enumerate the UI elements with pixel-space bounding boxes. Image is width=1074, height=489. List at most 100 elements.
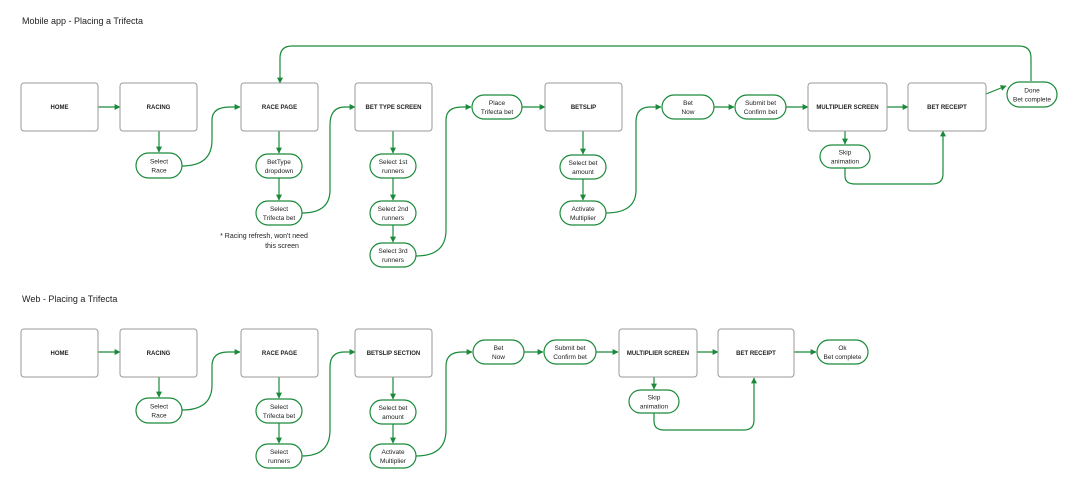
action-line-2: runners: [382, 215, 405, 222]
action-line-2: Now: [681, 109, 694, 116]
connector-skip-receipt: [844, 130, 946, 185]
action-line-2: runners: [268, 458, 291, 465]
mobile-action-select-amount[interactable]: Select bet amount: [559, 154, 607, 180]
action-line-2: runners: [382, 168, 405, 175]
mobile-screen-receipt-label: BET RECEIPT: [927, 105, 967, 111]
web-action-select-runners[interactable]: Select runners: [255, 443, 303, 469]
mobile-action-skip-animation[interactable]: Skip animation: [819, 144, 871, 169]
action-line-1: BetType: [267, 159, 291, 166]
web-action-select-trifecta[interactable]: Select Trifecta bet: [255, 398, 303, 424]
web-screen-home[interactable]: HOME: [20, 328, 99, 378]
action-line-2: amount: [572, 169, 594, 176]
mobile-screen-race-page-label: RACE PAGE: [262, 105, 297, 111]
action-line-1: Ok: [838, 345, 847, 352]
web-action-submit-bet[interactable]: Submit bet Confirm bet: [543, 339, 597, 365]
web-action-ok[interactable]: Ok Bet complete: [816, 339, 869, 365]
action-line-2: animation: [831, 159, 860, 166]
action-line-1: Select: [150, 404, 168, 411]
connector-selecttrifecta-bettype: [301, 104, 356, 214]
note-line-1: * Racing refresh, won't need: [220, 233, 308, 240]
connector-receipt-done: [985, 85, 1007, 95]
action-line-2: Trifecta bet: [263, 215, 295, 222]
action-line-1: Select: [150, 159, 168, 166]
action-line-2: runners: [382, 257, 405, 264]
action-line-1: Select: [270, 449, 288, 456]
mobile-screen-multiplier[interactable]: MULTIPLIER SCREEN: [807, 82, 888, 132]
web-action-select-amount[interactable]: Select bet amount: [369, 399, 417, 425]
action-line-1: Select bet: [379, 405, 408, 412]
web-action-skip-animation[interactable]: Skip animation: [628, 389, 680, 414]
action-line-2: Race: [151, 168, 167, 175]
mobile-section-title: Mobile app - Placing a Trifecta: [22, 16, 143, 26]
action-line-2: animation: [640, 404, 669, 411]
web-screen-betslip-section-label: BETSLIP SECTION: [367, 351, 421, 357]
web-connector-skip-receipt: [653, 377, 757, 431]
action-line-1: Select bet: [569, 160, 598, 167]
mobile-action-activate-multiplier[interactable]: Activate Multiplier: [559, 200, 607, 226]
action-line-2: Trifecta bet: [263, 413, 295, 420]
web-screen-betslip-section[interactable]: BETSLIP SECTION: [354, 328, 433, 378]
web-action-bet-now[interactable]: Bet Now: [472, 339, 525, 365]
action-line-1: Submit bet: [554, 345, 585, 352]
connectors: [98, 45, 1032, 457]
mobile-screen-racing[interactable]: RACING: [119, 82, 198, 132]
note-line-2: this screen: [265, 243, 299, 250]
action-line-2: Now: [492, 354, 505, 361]
action-line-1: Done: [1024, 88, 1040, 95]
web-screen-multiplier-label: MULTIPLIER SCREEN: [627, 351, 689, 357]
mobile-screen-receipt[interactable]: BET RECEIPT: [907, 82, 987, 132]
action-line-2: dropdown: [265, 168, 294, 175]
web-screen-home-label: HOME: [51, 351, 69, 357]
action-line-1: Bet: [683, 100, 693, 107]
web-connector-activate-betnow: [415, 349, 473, 457]
action-line-2: Multiplier: [380, 458, 407, 465]
mobile-screen-race-page[interactable]: RACE PAGE: [240, 82, 319, 132]
web-screen-receipt[interactable]: BET RECEIPT: [717, 328, 795, 378]
action-line-1: Select: [270, 206, 288, 213]
mobile-screen-home[interactable]: HOME: [20, 82, 99, 132]
web-action-activate-multiplier[interactable]: Activate Multiplier: [369, 443, 417, 469]
web-screen-multiplier[interactable]: MULTIPLIER SCREEN: [618, 328, 698, 378]
web-screen-race-page-label: RACE PAGE: [262, 351, 297, 357]
mobile-screen-multiplier-label: MULTIPLIER SCREEN: [816, 105, 878, 111]
action-line-1: Place: [489, 100, 506, 107]
web-connector-selectrace-racepage: [181, 349, 241, 411]
mobile-screen-bet-type[interactable]: BET TYPE SCREEN: [354, 82, 433, 132]
web-action-select-race[interactable]: Select Race: [135, 397, 183, 424]
action-line-2: Race: [151, 413, 167, 420]
action-line-1: Submit bet: [745, 100, 776, 107]
mobile-action-submit-bet[interactable]: Submit bet Confirm bet: [734, 94, 787, 120]
mobile-screen-racing-label: RACING: [147, 105, 171, 111]
web-screen-receipt-label: BET RECEIPT: [736, 351, 776, 357]
mobile-action-done[interactable]: Done Bet complete: [1006, 81, 1058, 108]
mobile-screen-betslip-label: BETSLIP: [571, 105, 596, 111]
mobile-action-select-3rd[interactable]: Select 3rd runners: [369, 242, 417, 268]
web-screen-racing-label: RACING: [147, 351, 171, 357]
action-line-2: amount: [382, 414, 404, 421]
mobile-screen-betslip[interactable]: BETSLIP: [544, 82, 623, 132]
action-line-1: Select 1st: [379, 159, 408, 166]
mobile-action-place-trifecta[interactable]: Place Trifecta bet: [471, 94, 523, 120]
action-line-1: Select 2nd: [378, 206, 409, 213]
connector-selectrace-racepage: [181, 104, 241, 167]
mobile-action-bet-now[interactable]: Bet Now: [661, 94, 715, 120]
action-line-2: Confirm bet: [553, 354, 587, 361]
action-line-1: Select 3rd: [378, 248, 408, 255]
mobile-screen-bet-type-label: BET TYPE SCREEN: [365, 105, 421, 111]
web-section-title: Web - Placing a Trifecta: [22, 294, 117, 304]
mobile-action-select-2nd[interactable]: Select 2nd runners: [369, 200, 417, 226]
action-line-2: Bet complete: [824, 354, 862, 361]
mobile-action-bettype-dropdown[interactable]: BetType dropdown: [255, 153, 303, 179]
connector-3rd-placetrifecta: [415, 104, 472, 257]
connector-done-racepage: [277, 45, 1032, 84]
action-line-2: Bet complete: [1013, 97, 1051, 104]
web-screen-race-page[interactable]: RACE PAGE: [240, 328, 319, 378]
action-line-1: Skip: [839, 150, 852, 157]
action-line-2: Confirm bet: [744, 109, 778, 116]
mobile-action-select-race[interactable]: Select Race: [135, 152, 183, 179]
web-screen-racing[interactable]: RACING: [119, 328, 198, 378]
connector-activate-betnow: [605, 104, 662, 214]
mobile-action-select-1st[interactable]: Select 1st runners: [369, 153, 417, 179]
mobile-action-select-trifecta[interactable]: Select Trifecta bet: [255, 200, 303, 226]
